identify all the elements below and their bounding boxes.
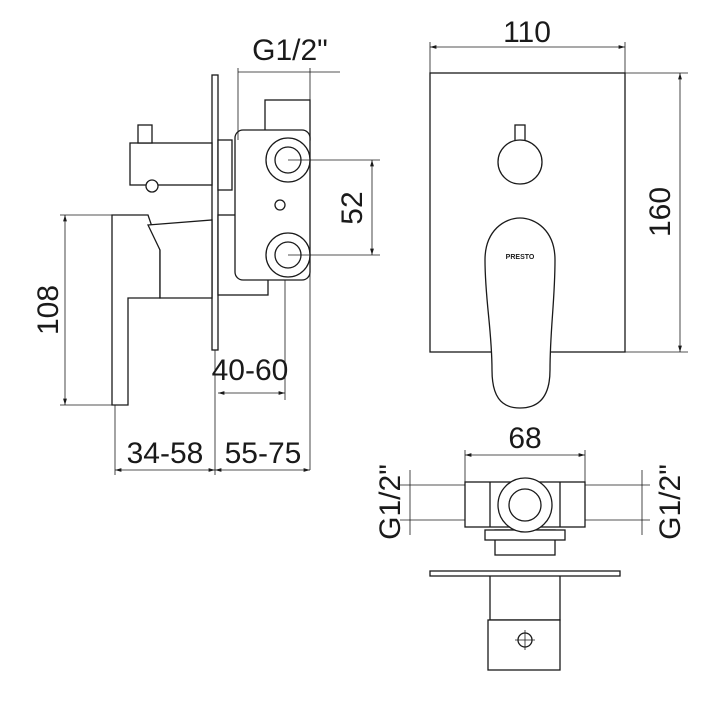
front-width-label: 110 xyxy=(503,16,551,49)
side-depth-back-label: 55-75 xyxy=(225,437,302,470)
bottom-width-label: 68 xyxy=(508,422,541,455)
bottom-thread-right-label: G1/2" xyxy=(654,464,687,540)
diverter-knob xyxy=(497,139,543,185)
wall-plate xyxy=(211,74,219,351)
side-height-label: 108 xyxy=(32,285,65,335)
bottom-view: 68 G1/2" G1/2" xyxy=(374,422,687,671)
side-depth-mid-label: 40-60 xyxy=(212,354,289,387)
side-view: 108 G1/2" 52 40-60 34-58 55-75 xyxy=(32,34,380,475)
side-depth-front-label: 34-58 xyxy=(127,437,204,470)
cartridge-sleeve xyxy=(147,219,213,299)
bottom-thread-left-label: G1/2" xyxy=(374,464,407,540)
front-height-label: 160 xyxy=(644,187,677,237)
lever-handle xyxy=(111,214,161,406)
lever-handle xyxy=(484,217,556,409)
side-spacing-label: 52 xyxy=(336,191,369,224)
handle-bottom xyxy=(487,619,561,671)
brand-logo: PRESTO xyxy=(506,254,535,261)
side-thread-label: G1/2" xyxy=(252,34,328,67)
cover-plate-edge xyxy=(429,570,621,577)
diverter-knob xyxy=(129,142,213,186)
front-view: PRESTO 110 160 xyxy=(429,16,688,409)
